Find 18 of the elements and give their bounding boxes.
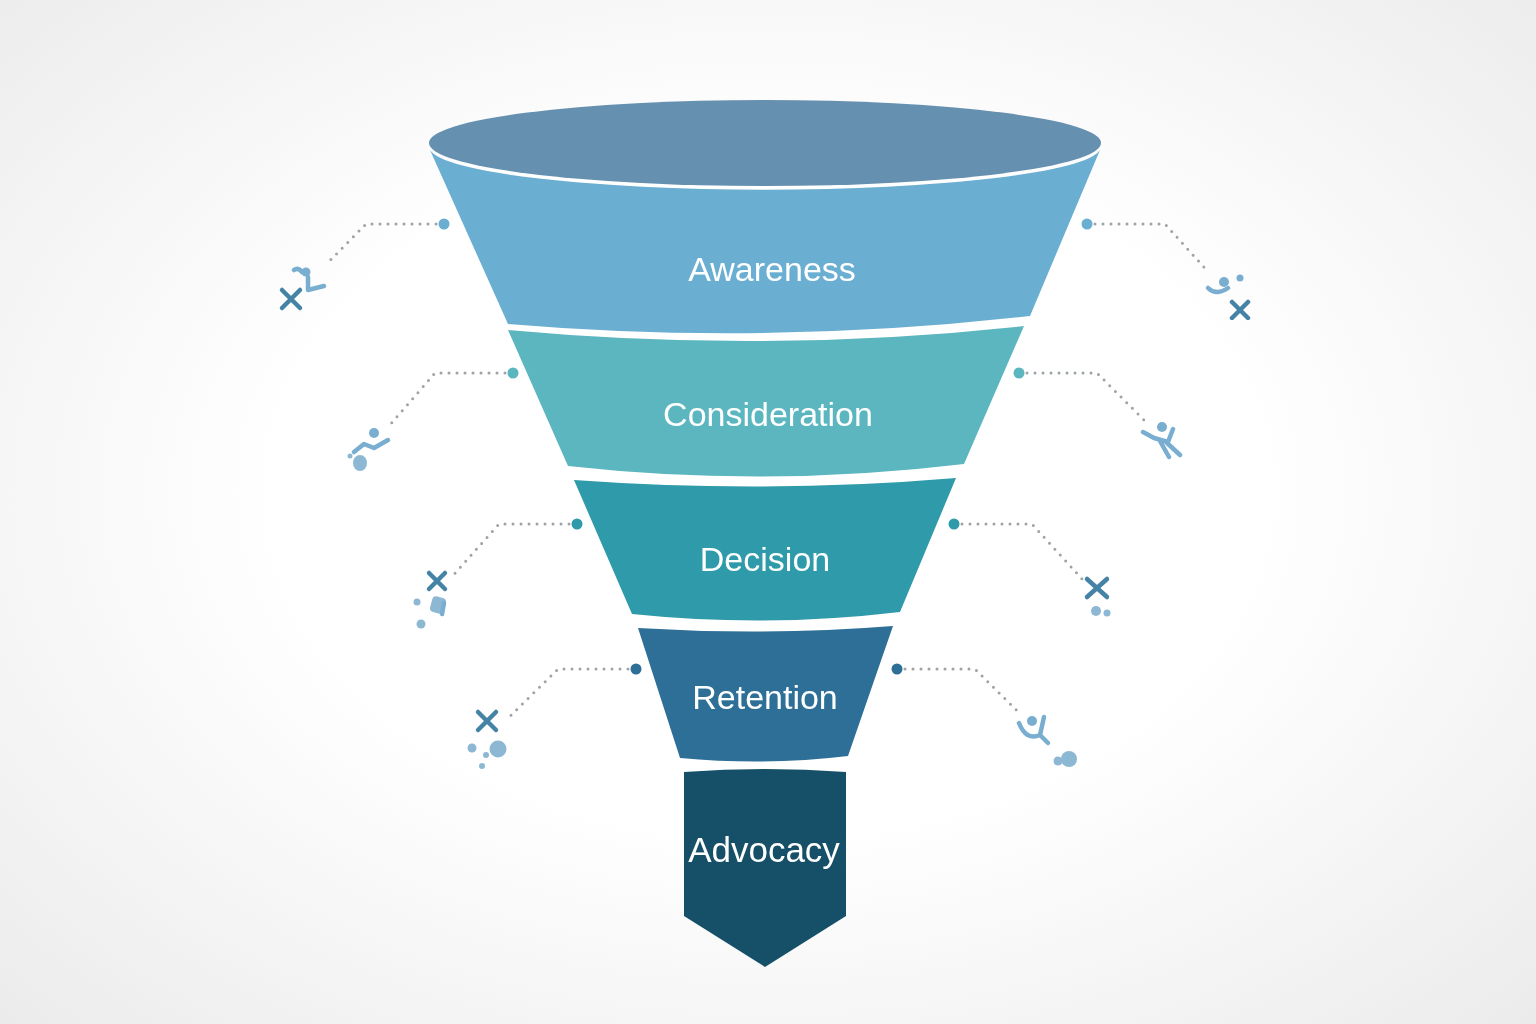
- person-and-cross-icon: [278, 264, 328, 312]
- person-and-dots-icon: [1016, 713, 1078, 768]
- stage-label: Decision: [699, 540, 831, 580]
- funnel-opening: [429, 100, 1101, 186]
- funnel-stage: [574, 478, 956, 622]
- funnel-stage: [430, 150, 1100, 336]
- stage-label: Retention: [692, 678, 838, 718]
- leader-line: [451, 518, 583, 577]
- funnel-stage: [508, 326, 1024, 478]
- stage-label: Awareness: [688, 250, 856, 290]
- leader-line: [508, 663, 642, 718]
- stage-label: Advocacy: [688, 829, 840, 871]
- stage-label: Consideration: [663, 395, 873, 435]
- falling-person-icon: [346, 426, 392, 472]
- leader-line: [1013, 367, 1146, 422]
- funnel-spout: [684, 769, 846, 967]
- leader-line: [948, 518, 1084, 581]
- funnel-stage: [638, 626, 893, 763]
